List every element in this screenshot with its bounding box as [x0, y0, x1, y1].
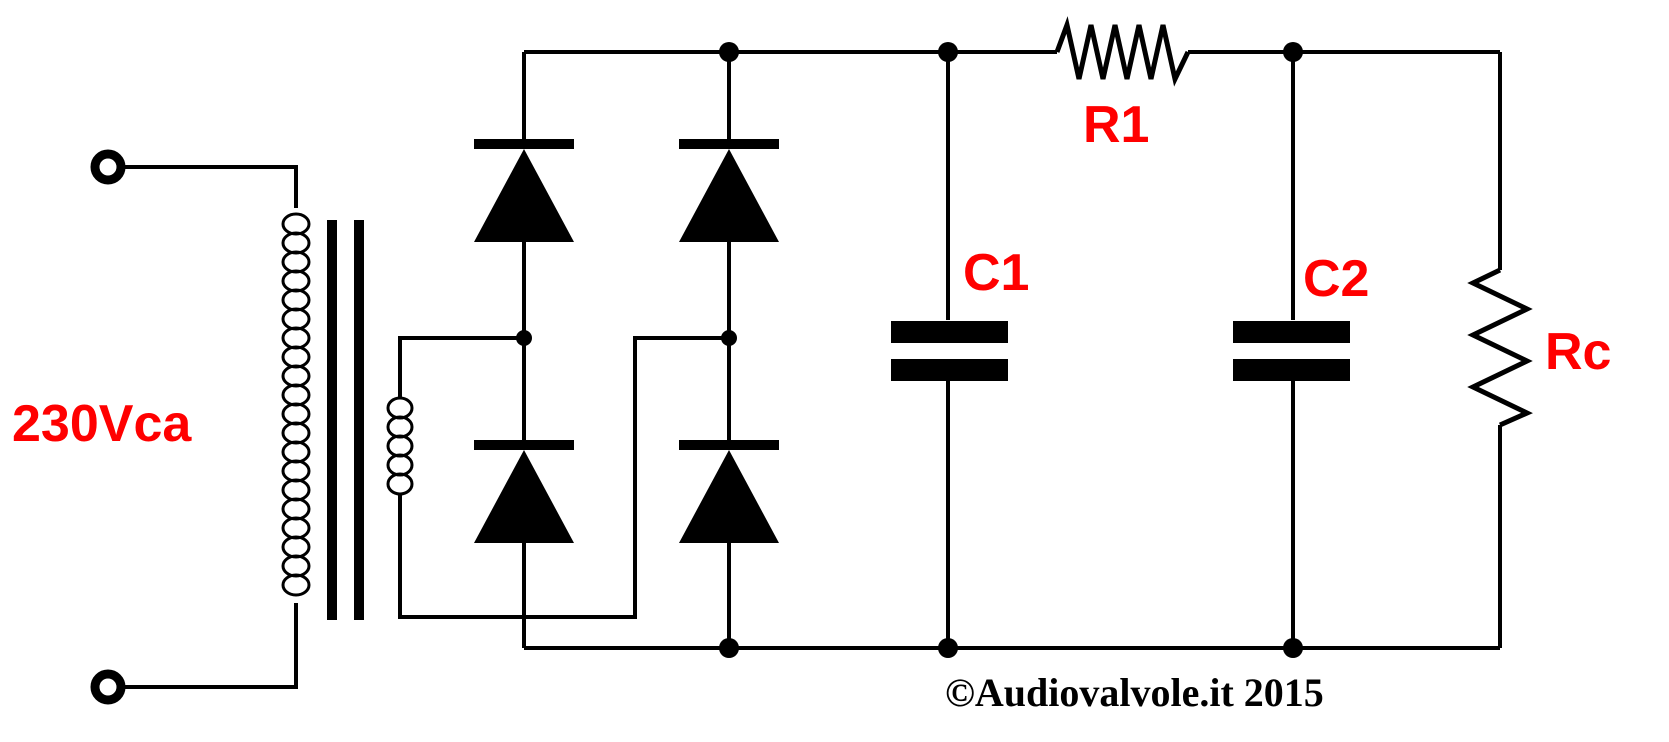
primary-winding [281, 212, 311, 597]
c2-label: C2 [1303, 250, 1370, 308]
diode-d3 [474, 440, 574, 543]
r1-label: R1 [1083, 96, 1150, 154]
resistor-rc [1467, 267, 1533, 428]
c1-label: C1 [963, 244, 1030, 302]
secondary-winding [386, 396, 414, 496]
diode-d1 [474, 139, 574, 242]
diode-d2 [679, 139, 779, 242]
primary-leads [121, 165, 298, 689]
rc-label: Rc [1545, 323, 1612, 381]
copyright-text: ©Audiovalvole.it 2015 [945, 670, 1324, 715]
diode-d4 [679, 440, 779, 543]
capacitor-c1 [891, 321, 1008, 381]
resistor-r1 [1054, 16, 1191, 87]
junction-dots [516, 42, 1303, 658]
input-voltage-label: 230Vca [12, 395, 192, 453]
input-terminal-bottom [90, 669, 126, 705]
input-terminal-top [90, 149, 126, 185]
circuit-wires [398, 50, 1502, 650]
transformer-core [327, 220, 364, 620]
capacitor-c2 [1233, 321, 1350, 381]
